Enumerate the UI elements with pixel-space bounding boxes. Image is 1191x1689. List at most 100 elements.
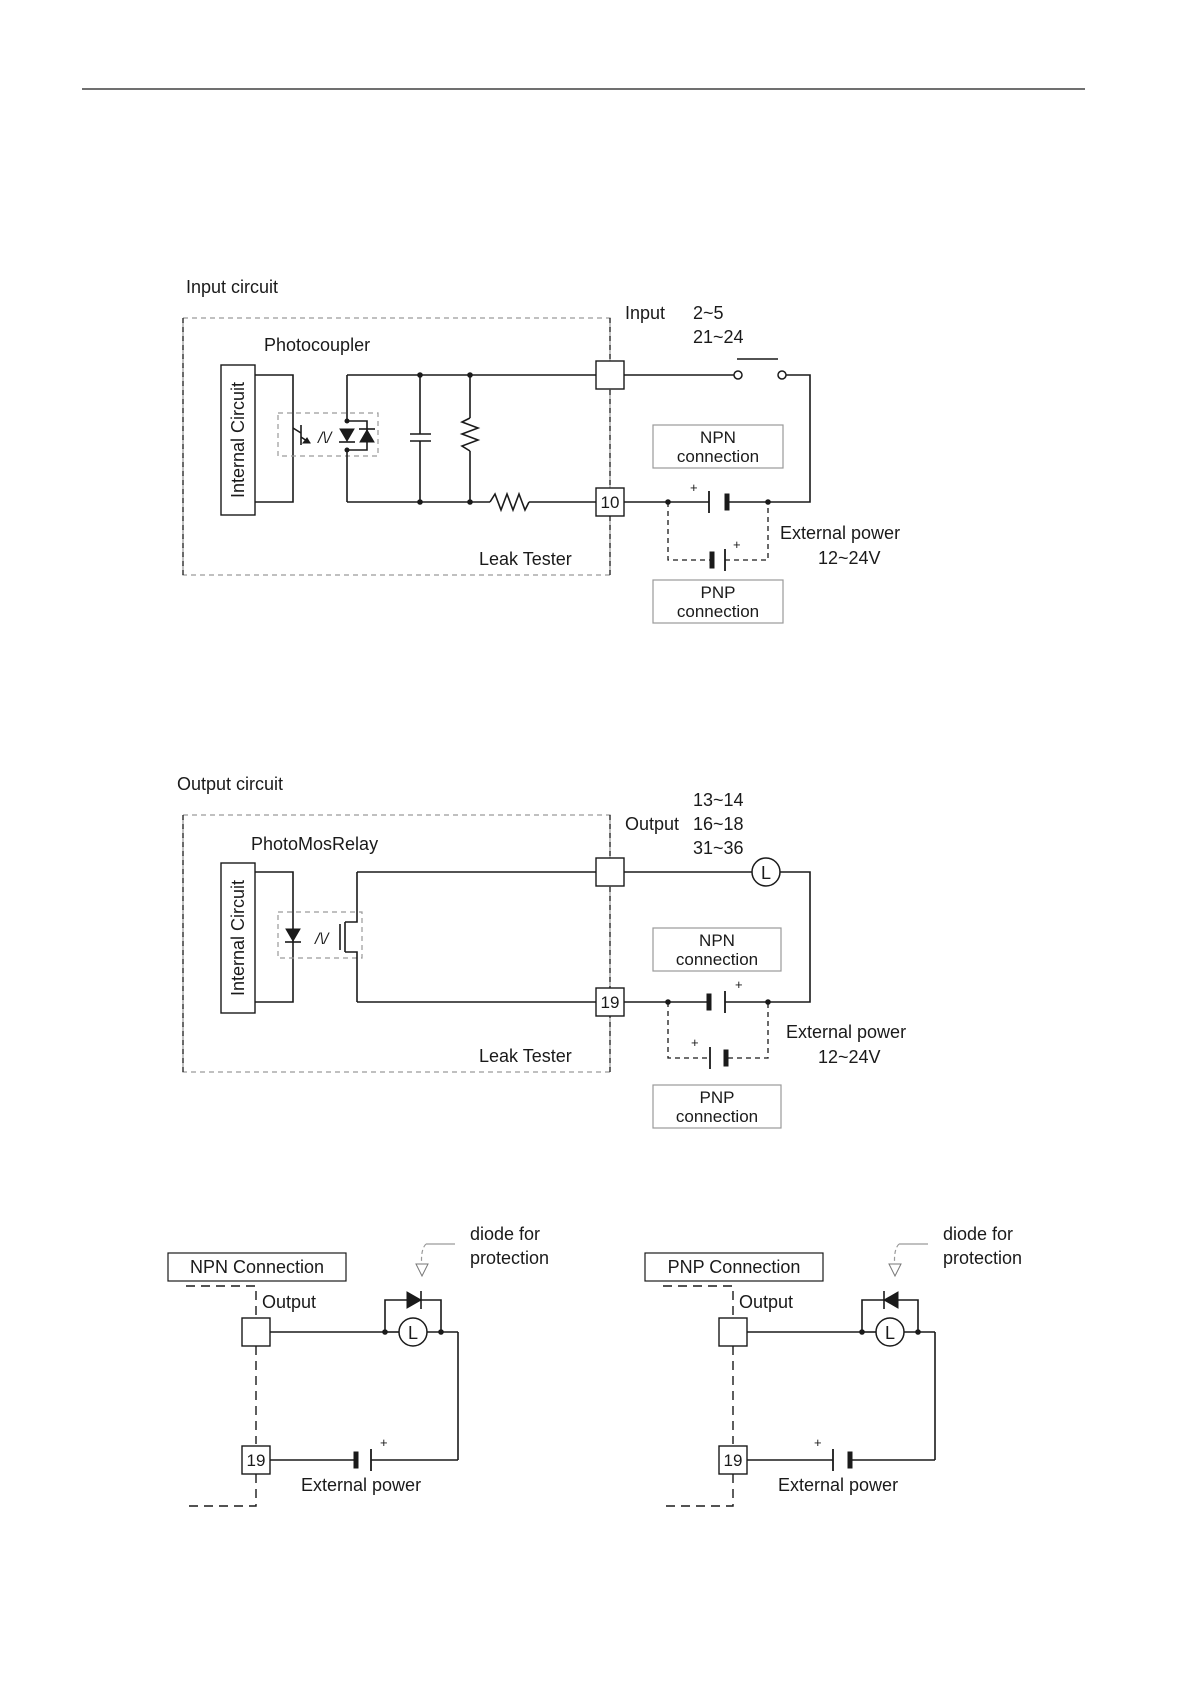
npn-output-label: Output <box>262 1292 316 1312</box>
pnp-boundary-top <box>663 1285 734 1318</box>
output-ext-power: External power <box>786 1022 906 1042</box>
led-forward-icon <box>339 428 355 442</box>
output-circuit-diagram: Output circuit PhotoMosRelay Internal Ci… <box>177 774 906 1129</box>
npn-output-terminal <box>241 1317 271 1347</box>
output-npn-line1: NPN <box>699 931 735 950</box>
input-pnp-line1: PNP <box>701 583 736 602</box>
pnp-load-label: L <box>885 1323 895 1343</box>
pnp-output-terminal <box>718 1317 748 1347</box>
input-series-resistor-icon <box>489 491 530 513</box>
input-device-name: Leak Tester <box>479 549 572 569</box>
output-device-name: Leak Tester <box>479 1046 572 1066</box>
output-common-terminal-box <box>595 987 625 1017</box>
input-circuit-diagram: Input circuit Photocoupler Internal Circ… <box>182 277 900 624</box>
output-terminal-number: 19 <box>601 993 620 1012</box>
photocoupler-label: Photocoupler <box>264 335 370 355</box>
input-range-2: 21~24 <box>693 327 744 347</box>
input-capacitor-icon <box>410 375 431 502</box>
photomos-led-icon <box>285 928 301 942</box>
npn-ext-power: External power <box>301 1475 421 1495</box>
output-pnp-plus: + <box>691 1035 699 1050</box>
input-terminal-number: 10 <box>601 493 620 512</box>
output-internal-circuit-block <box>220 862 256 1014</box>
input-ext-power: External power <box>780 523 900 543</box>
input-pnp-battery-icon <box>709 549 726 571</box>
photomos-relay-label: PhotoMosRelay <box>251 834 378 854</box>
output-internal-circuit-label: Internal Circuit <box>228 880 248 996</box>
photomos-frame <box>277 911 363 959</box>
load-label: L <box>761 863 771 883</box>
pnp-example-title-box <box>644 1252 824 1282</box>
npn-battery-icon <box>353 1449 372 1471</box>
output-pnp-label-box <box>652 1084 782 1129</box>
input-shunt-resistor-icon <box>459 375 481 502</box>
npn-plus: + <box>380 1435 388 1450</box>
input-circuit-title: Input circuit <box>186 277 278 297</box>
input-npn-line2: connection <box>677 447 759 466</box>
pnp-terminal-number: 19 <box>724 1451 743 1470</box>
pnp-plus: + <box>814 1435 822 1450</box>
pnp-connection-example: PNP Connection diode for protection Outp… <box>644 1224 1022 1507</box>
phototransistor-icon <box>292 425 311 445</box>
input-range-1: 2~5 <box>693 303 724 323</box>
npn-common-terminal <box>241 1445 271 1475</box>
pnp-ext-power: External power <box>778 1475 898 1495</box>
input-npn-plus: + <box>690 480 698 495</box>
output-pnp-line2: connection <box>676 1107 758 1126</box>
input-pnp-line2: connection <box>677 602 759 621</box>
input-internal-circuit-block <box>220 364 256 516</box>
input-pnp-plus: + <box>733 537 741 552</box>
npn-connection-example: NPN Connection diode for protection Outp… <box>167 1224 549 1507</box>
input-label: Input <box>625 303 665 323</box>
npn-boundary-bottom <box>186 1474 257 1507</box>
output-range-2: 16~18 <box>693 814 744 834</box>
output-terminal-box <box>595 857 625 887</box>
photocoupler-frame <box>277 412 379 457</box>
output-pnp-wire-left <box>667 1002 710 1059</box>
input-pnp-wire-right <box>725 502 769 561</box>
led-reverse-icon <box>359 429 375 443</box>
input-npn-label-box <box>652 424 784 469</box>
pnp-diode-line1: diode for <box>943 1224 1013 1244</box>
input-npn-battery-icon <box>708 491 730 513</box>
input-voltage: 12~24V <box>818 548 881 568</box>
npn-diode-line2: protection <box>470 1248 549 1268</box>
pnp-battery-icon <box>832 1449 853 1471</box>
input-npn-line1: NPN <box>700 428 736 447</box>
pnp-diode-line2: protection <box>943 1248 1022 1268</box>
output-label: Output <box>625 814 679 834</box>
pnp-example-title: PNP Connection <box>668 1257 801 1277</box>
npn-protection-diode-icon <box>406 1291 423 1309</box>
output-pnp-battery-icon <box>709 1047 729 1069</box>
npn-terminal-number: 19 <box>247 1451 266 1470</box>
npn-diode-line1: diode for <box>470 1224 540 1244</box>
output-range-1: 13~14 <box>693 790 744 810</box>
output-pnp-line1: PNP <box>700 1088 735 1107</box>
light-emission-icon: /\/ <box>317 430 333 447</box>
output-npn-plus: + <box>735 977 743 992</box>
output-range-3: 31~36 <box>693 838 744 858</box>
npn-boundary-top <box>186 1285 257 1318</box>
pnp-output-label: Output <box>739 1292 793 1312</box>
mosfet-icon <box>339 872 358 1002</box>
pnp-diode-pointer-arrow <box>888 1243 928 1278</box>
input-pnp-wire-left <box>667 502 710 561</box>
output-pnp-wire-right <box>728 1002 769 1059</box>
output-npn-line2: connection <box>676 950 758 969</box>
input-switch-icon <box>733 358 787 380</box>
output-internal-wires <box>255 871 294 1003</box>
npn-example-title-box <box>167 1252 347 1282</box>
input-internal-wires <box>255 374 294 503</box>
light-emission-icon: /\/ <box>314 931 330 948</box>
input-internal-circuit-label: Internal Circuit <box>228 382 248 498</box>
npn-diode-pointer-arrow <box>415 1243 455 1278</box>
input-pnp-label-box <box>652 579 784 624</box>
output-npn-label-box <box>652 927 782 972</box>
pnp-protection-diode-icon <box>882 1291 899 1309</box>
output-npn-battery-icon <box>706 991 726 1013</box>
pnp-common-terminal <box>718 1445 748 1475</box>
output-voltage: 12~24V <box>818 1047 881 1067</box>
output-circuit-title: Output circuit <box>177 774 283 794</box>
